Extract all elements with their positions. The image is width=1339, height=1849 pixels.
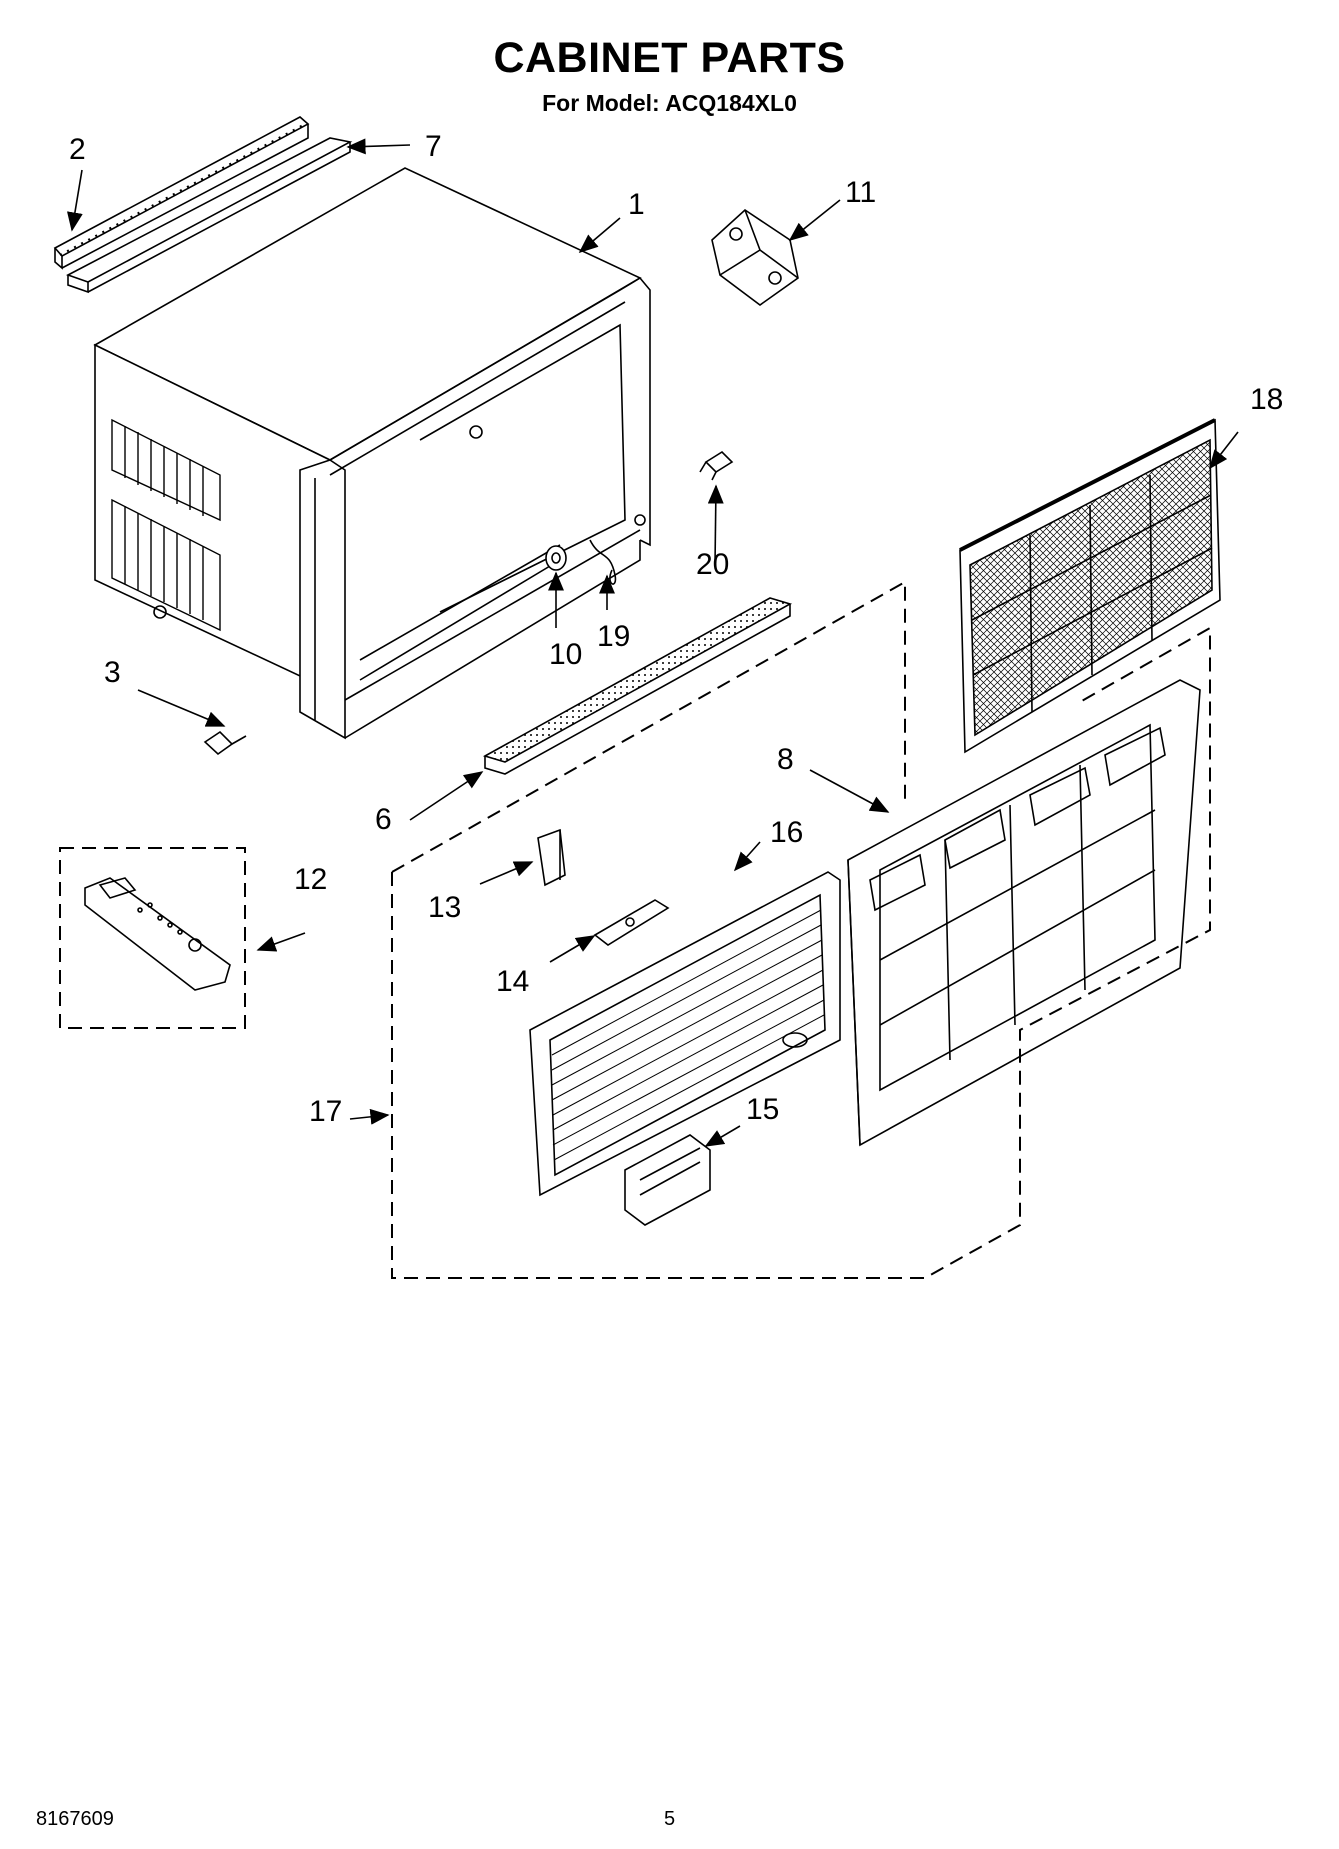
- callout-2: 2: [69, 133, 86, 166]
- part-15-door: [624, 1134, 711, 1226]
- part-3-screw: [203, 730, 247, 756]
- callout-11: 11: [845, 176, 877, 209]
- page-title: CABINET PARTS: [493, 34, 846, 82]
- part-11-bracket: [711, 208, 799, 306]
- part-6-bar: [482, 597, 793, 775]
- part-13-clip: [537, 828, 566, 887]
- part-14-latch: [593, 899, 670, 946]
- callout-18: 18: [1250, 383, 1284, 416]
- part-10-grommet: [545, 545, 567, 571]
- part-1-cabinet: [93, 167, 651, 740]
- callout-13: 13: [428, 891, 462, 924]
- model-subtitle: For Model: ACQ184XL0: [542, 90, 797, 116]
- callout-19: 19: [597, 620, 631, 653]
- assembly-17-box: [391, 580, 1211, 1279]
- remote-kit-box: [59, 847, 246, 1029]
- part-16-grille: [529, 871, 841, 1197]
- callout-8: 8: [777, 743, 794, 776]
- part-12-remote: [84, 877, 231, 991]
- callout-20: 20: [696, 548, 730, 581]
- callout-16: 16: [770, 816, 804, 849]
- callout-7: 7: [425, 130, 442, 163]
- part-8-front-panel: [847, 679, 1201, 1147]
- part-18-filter: [959, 418, 1221, 754]
- callout-3: 3: [104, 656, 121, 689]
- part-20-screw: [699, 450, 734, 481]
- callout-15: 15: [746, 1093, 780, 1126]
- callout-12: 12: [294, 863, 328, 896]
- part-2-rail: [53, 116, 310, 270]
- callout-6: 6: [375, 803, 392, 836]
- callout-14: 14: [496, 965, 530, 998]
- callout-1: 1: [628, 188, 645, 221]
- document-number: 8167609: [36, 1808, 114, 1830]
- callout-17: 17: [309, 1095, 343, 1128]
- callout-10: 10: [549, 638, 583, 671]
- page-number: 5: [664, 1808, 676, 1830]
